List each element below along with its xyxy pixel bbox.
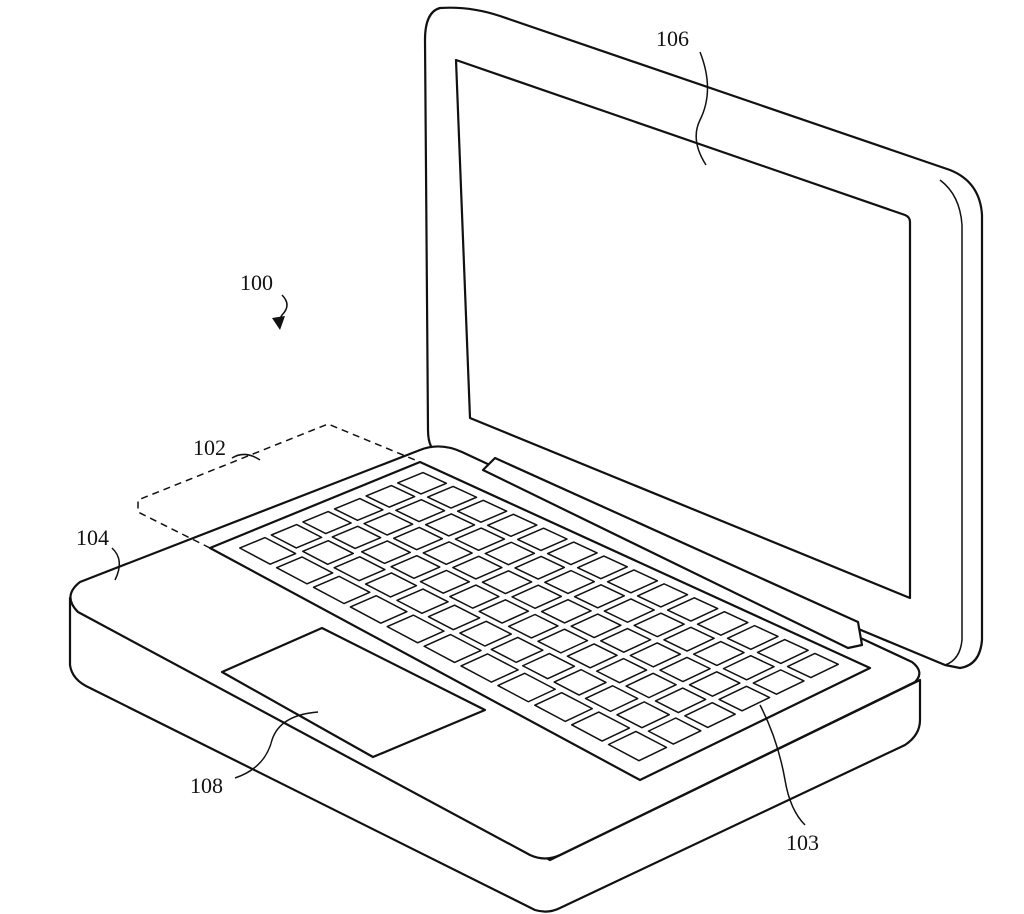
key bbox=[312, 575, 371, 605]
key bbox=[654, 687, 707, 714]
key bbox=[419, 569, 471, 594]
key bbox=[521, 652, 576, 680]
leader-102 bbox=[231, 453, 261, 461]
key bbox=[456, 499, 508, 523]
key bbox=[363, 512, 414, 536]
arrow-icon bbox=[272, 316, 285, 330]
key bbox=[616, 701, 670, 729]
key bbox=[570, 613, 622, 639]
key bbox=[349, 594, 408, 624]
key bbox=[786, 652, 840, 679]
key bbox=[422, 541, 473, 566]
hinge bbox=[481, 456, 864, 650]
key bbox=[386, 614, 445, 644]
key bbox=[566, 643, 618, 669]
key bbox=[333, 556, 386, 582]
key bbox=[459, 620, 512, 647]
key bbox=[600, 627, 652, 653]
key bbox=[692, 640, 745, 667]
display-screen bbox=[454, 58, 912, 600]
key bbox=[722, 654, 775, 681]
key bbox=[481, 570, 533, 595]
key bbox=[659, 656, 711, 683]
key bbox=[507, 613, 559, 639]
key bbox=[395, 498, 446, 523]
label-100: 100 bbox=[240, 270, 273, 295]
leader-100 bbox=[277, 294, 288, 323]
key bbox=[546, 541, 598, 566]
key bbox=[484, 541, 536, 566]
key bbox=[718, 685, 771, 712]
key bbox=[570, 711, 631, 742]
key bbox=[238, 536, 297, 565]
key bbox=[696, 610, 749, 636]
key bbox=[514, 555, 566, 580]
key bbox=[688, 671, 741, 697]
key bbox=[396, 471, 448, 495]
key bbox=[424, 513, 476, 537]
leader-108 bbox=[234, 711, 319, 779]
region-outline bbox=[137, 423, 421, 549]
key bbox=[511, 584, 563, 610]
key bbox=[486, 513, 538, 538]
key bbox=[666, 597, 719, 622]
leader-104 bbox=[111, 547, 121, 581]
key bbox=[537, 628, 589, 654]
key bbox=[396, 588, 449, 615]
key bbox=[360, 540, 411, 565]
key bbox=[452, 555, 503, 580]
key bbox=[606, 569, 659, 594]
key bbox=[423, 633, 482, 664]
key bbox=[636, 583, 689, 608]
label-103: 103 bbox=[786, 830, 819, 855]
label-104: 104 bbox=[76, 525, 109, 550]
key bbox=[607, 730, 668, 762]
key bbox=[573, 584, 626, 609]
key bbox=[392, 526, 444, 551]
key bbox=[490, 636, 544, 664]
key bbox=[647, 717, 702, 745]
key bbox=[302, 510, 352, 535]
key bbox=[454, 527, 506, 552]
key bbox=[625, 672, 677, 699]
key bbox=[270, 523, 323, 549]
key bbox=[331, 525, 382, 550]
trackpad bbox=[220, 626, 487, 759]
key bbox=[553, 668, 607, 696]
key bbox=[752, 669, 805, 695]
key bbox=[516, 527, 568, 552]
leader-106 bbox=[695, 51, 709, 166]
key bbox=[663, 626, 715, 652]
key bbox=[540, 598, 592, 624]
key bbox=[544, 569, 596, 595]
key bbox=[426, 485, 478, 509]
key bbox=[595, 657, 648, 684]
key bbox=[460, 653, 519, 683]
key bbox=[684, 701, 736, 729]
label-102: 102 bbox=[193, 435, 226, 460]
key bbox=[603, 598, 655, 623]
key bbox=[275, 556, 334, 585]
base-housing bbox=[68, 445, 922, 913]
label-108: 108 bbox=[190, 773, 223, 798]
key bbox=[756, 638, 809, 665]
key bbox=[449, 584, 500, 609]
leader-103 bbox=[759, 704, 806, 826]
key bbox=[364, 572, 418, 598]
key bbox=[302, 539, 355, 566]
key bbox=[633, 612, 685, 638]
label-106: 106 bbox=[656, 26, 689, 51]
key bbox=[534, 691, 594, 723]
key bbox=[365, 484, 416, 508]
key bbox=[726, 624, 779, 651]
key bbox=[576, 555, 629, 580]
key bbox=[427, 604, 481, 631]
key bbox=[333, 497, 384, 522]
key bbox=[478, 599, 530, 624]
key bbox=[497, 672, 556, 703]
key bbox=[390, 554, 441, 580]
key bbox=[584, 685, 639, 713]
keys bbox=[238, 471, 840, 762]
key bbox=[629, 642, 682, 668]
